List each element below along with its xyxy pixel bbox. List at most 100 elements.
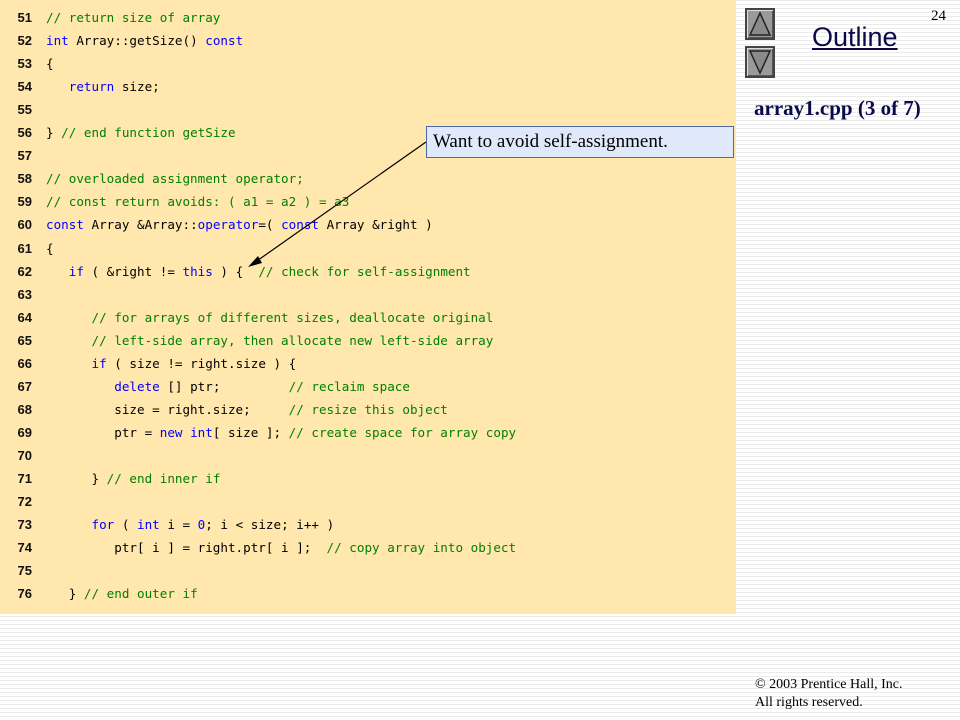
line-number: 54 — [17, 79, 32, 95]
code-line: 72 — [0, 490, 736, 513]
code-text: ptr[ i ] = right.ptr[ i ]; // copy array… — [46, 536, 516, 559]
code-text: for ( int i = 0; i < size; i++ ) — [46, 513, 335, 536]
code-line: 68 size = right.size; // resize this obj… — [0, 398, 736, 421]
code-token: i = — [159, 517, 198, 533]
code-line: 54 return size; — [0, 75, 736, 98]
copyright-line: © 2003 Prentice Hall, Inc. — [755, 677, 903, 692]
line-number: 58 — [17, 171, 32, 187]
code-line: 69 ptr = new int[ size ]; // create spac… — [0, 421, 736, 444]
code-keyword: int — [46, 33, 69, 49]
code-keyword: 0 — [197, 517, 206, 533]
line-number: 73 — [17, 517, 32, 533]
line-number: 60 — [17, 217, 32, 233]
code-line: 62 if ( &right != this ) { // check for … — [0, 260, 736, 283]
line-number: 66 — [17, 355, 32, 371]
callout-text: Want to avoid self-assignment. — [433, 131, 668, 152]
code-text: } // end function getSize — [46, 121, 236, 144]
code-token: { — [46, 56, 54, 72]
rights-line: All rights reserved. — [755, 695, 863, 710]
code-line: 61{ — [0, 237, 736, 260]
code-token: [ size ]; — [212, 424, 289, 440]
code-token: ( &right != — [83, 263, 183, 279]
code-comment: // return size of array — [46, 10, 221, 25]
code-text: { — [46, 52, 54, 75]
code-token: Array &Array:: — [83, 217, 198, 233]
code-keyword: const — [205, 33, 244, 49]
code-comment: // end outer if — [83, 586, 198, 602]
code-token — [46, 356, 92, 371]
code-comment: // resize this object — [288, 401, 448, 417]
line-number: 69 — [17, 424, 32, 440]
code-token: ; i < size; i++ ) — [205, 517, 335, 533]
line-number: 68 — [17, 401, 32, 417]
code-text: // left-side array, then allocate new le… — [46, 329, 494, 352]
code-line: 55 — [0, 98, 736, 121]
code-token — [46, 79, 69, 94]
next-slide-button[interactable] — [745, 46, 775, 78]
code-comment: // end inner if — [106, 471, 221, 486]
code-text: } // end inner if — [46, 467, 220, 490]
code-line: 60 const Array &Array::operator=( const A… — [0, 213, 736, 236]
code-text: } // end outer if — [46, 582, 198, 605]
line-number: 57 — [17, 148, 32, 164]
code-line: 57 — [0, 144, 736, 167]
code-line: 58 // overloaded assignment operator; — [0, 167, 736, 190]
code-token: } — [46, 471, 107, 486]
line-number: 72 — [17, 494, 32, 510]
code-text: { — [46, 237, 54, 260]
code-comment: // copy array into object — [326, 540, 517, 556]
code-keyword: this — [182, 263, 213, 279]
code-text: ptr = new int[ size ]; // create space f… — [46, 421, 516, 444]
code-keyword: return — [68, 79, 115, 95]
code-keyword: delete — [114, 378, 160, 394]
code-comment: // check for self-assignment — [258, 263, 471, 279]
code-token: ptr = — [46, 424, 160, 440]
line-number: 71 — [17, 471, 32, 486]
code-line: 70 — [0, 444, 736, 467]
code-token: } — [46, 586, 84, 602]
code-line: 65 // left-side array, then allocate new… — [0, 329, 736, 352]
code-keyword: operator — [197, 217, 259, 233]
code-keyword: for — [91, 517, 115, 533]
code-keyword: if — [68, 263, 84, 279]
outline-title[interactable]: Outline — [812, 22, 898, 52]
code-line: 64 // for arrays of different sizes, dea… — [0, 306, 736, 329]
code-line: 67 delete [] ptr; // reclaim space — [0, 375, 736, 398]
line-number: 52 — [17, 33, 32, 49]
line-number: 74 — [17, 540, 32, 556]
code-line: 63 — [0, 283, 736, 306]
code-token: } — [46, 125, 62, 141]
code-token: =( — [258, 217, 282, 233]
line-number: 51 — [17, 10, 32, 25]
code-comment: // overloaded assignment operator; — [46, 171, 304, 187]
line-number: 64 — [17, 309, 32, 325]
line-number: 53 — [17, 56, 32, 72]
code-token — [46, 517, 92, 532]
code-line: 71 } // end inner if — [0, 467, 736, 490]
line-number: 67 — [17, 378, 32, 394]
code-token — [46, 379, 114, 394]
page-number: 24 — [931, 8, 946, 24]
line-number: 65 — [17, 332, 32, 348]
code-token — [46, 264, 69, 279]
code-keyword: const — [46, 217, 84, 233]
copyright-notice: © 2003 Prentice Hall, Inc. All rights re… — [755, 676, 903, 712]
code-text: // overloaded assignment operator; — [46, 167, 304, 190]
code-line: 56} // end function getSize — [0, 121, 736, 144]
code-comment: // create space for array copy — [288, 424, 517, 440]
code-line: 76 } // end outer if — [0, 582, 736, 605]
code-keyword: int — [190, 424, 213, 440]
code-token: size; — [114, 79, 160, 95]
code-comment: // reclaim space — [288, 378, 410, 394]
code-keyword: if — [91, 355, 107, 371]
code-comment: // end function getSize — [61, 125, 236, 141]
code-text: // return size of array — [46, 6, 220, 29]
code-token: Array &right ) — [319, 217, 433, 233]
previous-slide-button[interactable] — [745, 8, 775, 40]
code-comment: // for arrays of different sizes, deallo… — [91, 309, 494, 325]
code-token — [46, 310, 92, 325]
code-keyword: const — [281, 217, 319, 233]
line-number: 70 — [17, 447, 32, 463]
code-token: Array::getSize() — [68, 33, 206, 49]
